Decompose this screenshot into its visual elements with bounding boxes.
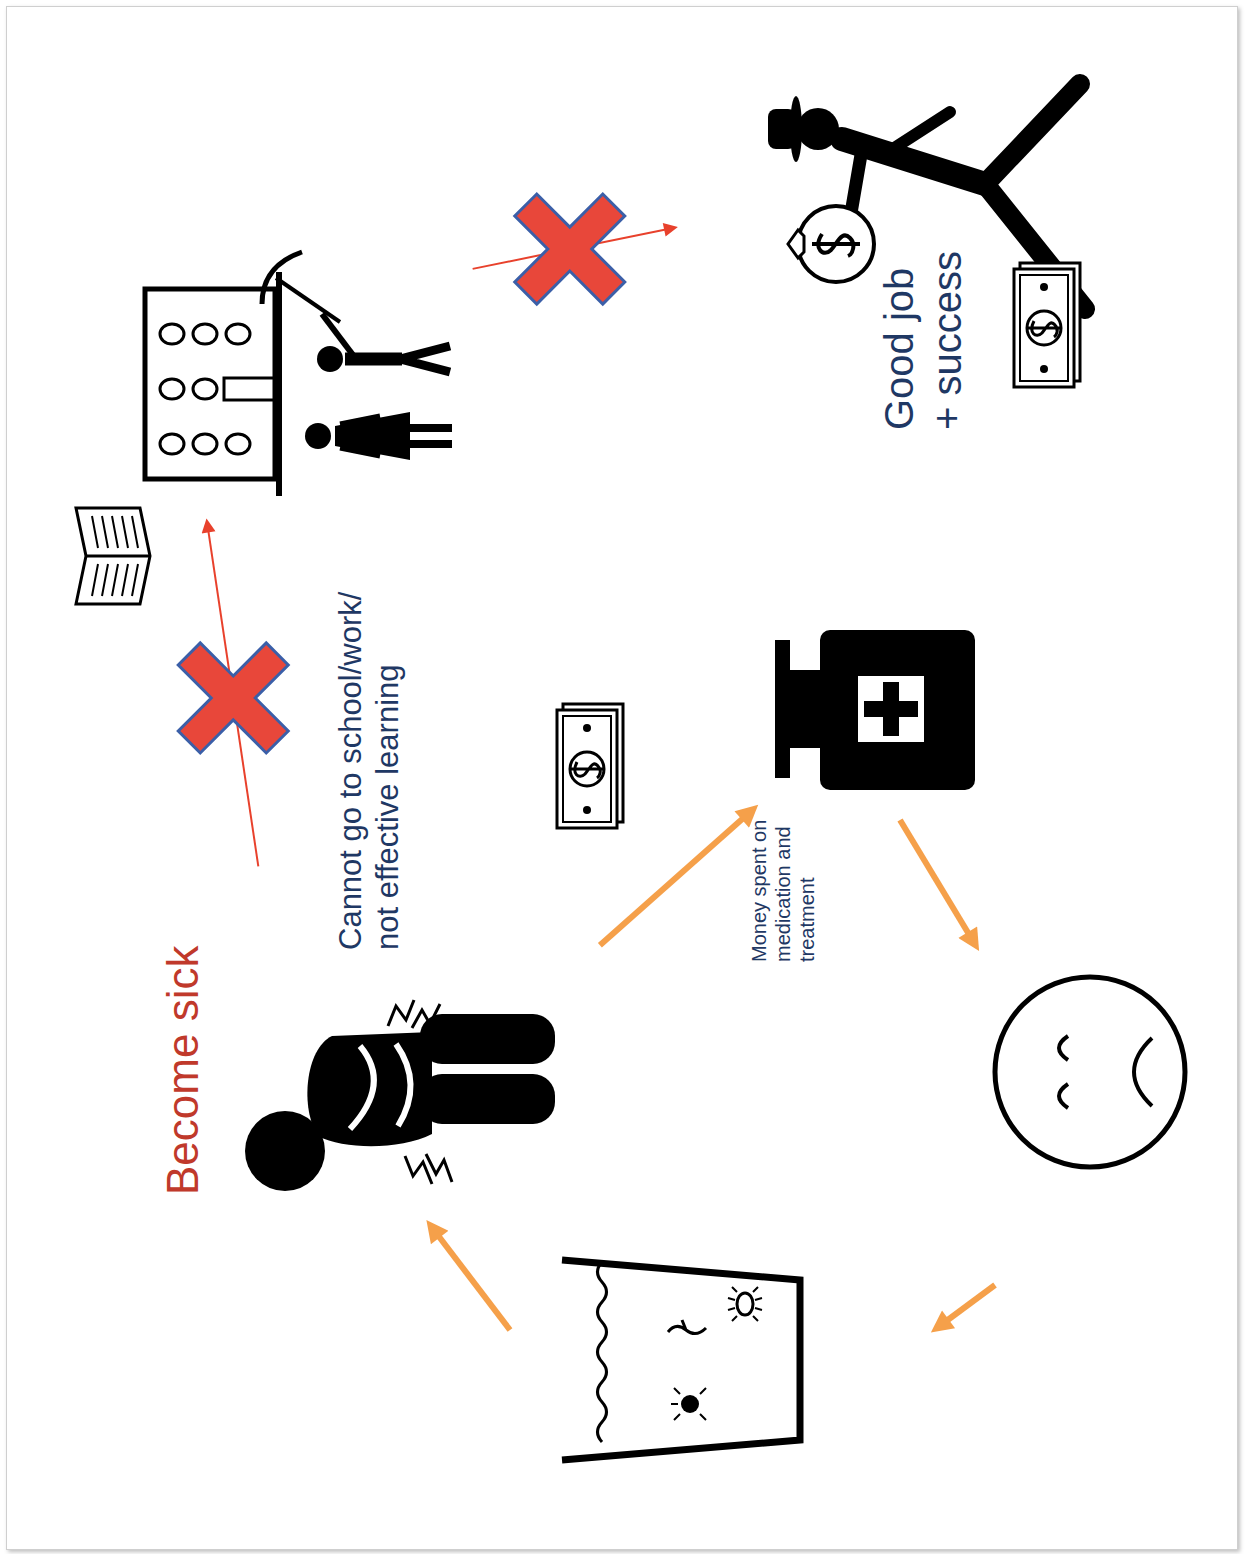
sick-person-node: Become sick <box>245 985 555 1195</box>
germ-legs <box>671 1388 706 1420</box>
cycle-arrow <box>945 1285 995 1322</box>
arm-outline <box>350 1046 374 1129</box>
water-surface <box>598 1262 607 1442</box>
sad-face-icon <box>995 977 1185 1167</box>
germ <box>668 1320 706 1334</box>
node-heading: Become sick <box>157 875 210 1195</box>
flow-arrow <box>473 194 667 304</box>
eye <box>1059 1084 1068 1108</box>
germ <box>737 1293 753 1315</box>
cross-panel <box>858 676 924 742</box>
book-spine <box>86 555 150 558</box>
flow-arrow <box>600 817 745 946</box>
success-node: Good job + success <box>760 75 1100 330</box>
head <box>305 423 331 449</box>
torso <box>307 1032 432 1146</box>
pickaxe-handle <box>276 278 340 322</box>
money-bill-icon <box>1014 263 1080 387</box>
arm-outline <box>396 1044 411 1126</box>
legs <box>408 428 452 444</box>
miner-icon <box>262 252 450 372</box>
arm <box>885 112 950 154</box>
leg <box>420 1074 555 1124</box>
flow-arrow <box>178 530 288 867</box>
sick-person-icon <box>245 1000 555 1191</box>
frown <box>1134 1038 1152 1106</box>
book-icon <box>76 508 150 604</box>
windows <box>160 324 275 454</box>
cycle-arrow <box>437 1234 510 1330</box>
school-building-icon <box>145 272 279 496</box>
leg <box>420 1014 555 1064</box>
bottle-cap <box>775 640 790 778</box>
face-outline <box>995 977 1185 1167</box>
bottle-body <box>820 630 975 790</box>
bottle-neck <box>788 670 824 748</box>
germ-spikes <box>728 1287 762 1321</box>
money-bill-icon <box>557 704 623 828</box>
school-work-node: Cannot go to school/work/ not effective … <box>140 245 455 495</box>
money-bag-tie <box>788 230 804 258</box>
book-lines <box>92 516 138 596</box>
money-bag <box>798 206 874 282</box>
node-caption: Money spent on medication and treatment <box>747 800 819 962</box>
germ <box>681 1395 699 1413</box>
head <box>317 346 343 372</box>
building-outline <box>145 289 275 479</box>
dirty-water-icon <box>562 1260 800 1460</box>
book-outline <box>76 508 150 604</box>
dollar-symbol <box>812 234 860 256</box>
arms <box>340 416 380 456</box>
arrow-line <box>600 817 745 946</box>
pickaxe-head <box>262 252 302 304</box>
woman-icon <box>305 412 452 460</box>
ground-line <box>276 272 282 496</box>
eye <box>1059 1036 1068 1060</box>
blocked-cross <box>178 643 288 753</box>
cross <box>883 682 899 736</box>
pain-zigzag <box>426 1154 452 1182</box>
node-caption: Cannot go to school/work/ not effective … <box>332 560 406 950</box>
legs <box>400 346 450 372</box>
pain-zigzag <box>388 1000 414 1026</box>
dress <box>335 412 410 460</box>
blocked-cross <box>515 194 625 304</box>
medicine-node: Money spent on medication and treatment <box>775 630 975 790</box>
pain-zigzag <box>412 1004 440 1028</box>
medicine-bottle-icon <box>775 630 975 790</box>
node-caption: Good job + success <box>875 250 971 430</box>
container-outline <box>562 1260 800 1460</box>
cycle-arrow <box>900 820 970 936</box>
